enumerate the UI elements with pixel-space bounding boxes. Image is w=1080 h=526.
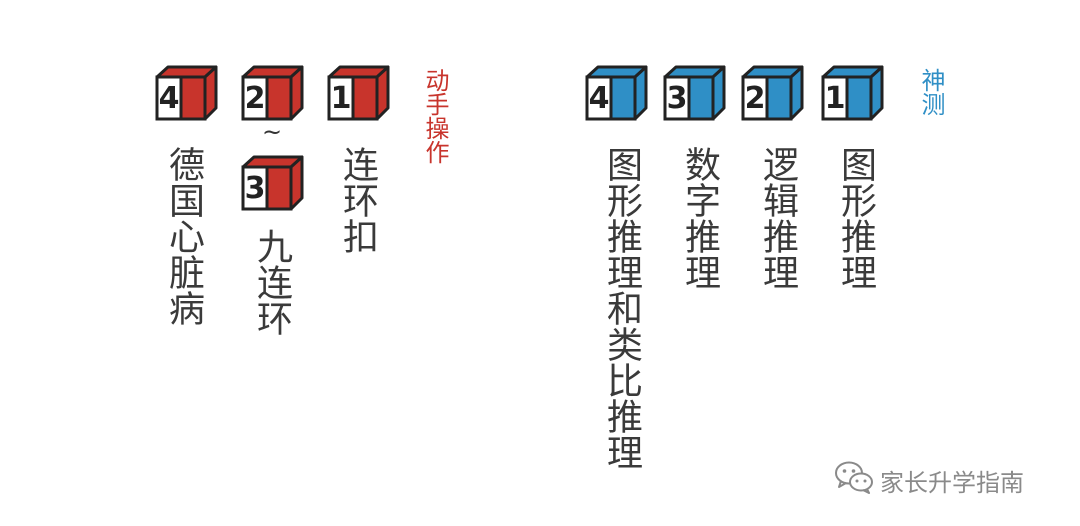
range-tilde: ~ (262, 118, 283, 146)
cube-number: 4 (159, 81, 180, 116)
item-label-图形推理和类比推理: 图形推理和类比推理 (601, 146, 642, 470)
cube-number: 2 (245, 81, 266, 116)
side-label-hands-on: 动手操作 (421, 68, 449, 164)
cube-number: 3 (667, 81, 688, 116)
item-label-逻辑推理: 逻辑推理 (757, 146, 798, 290)
item-label-数字推理: 数字推理 (679, 146, 720, 290)
item-label-九连环: 九连环 (251, 228, 292, 336)
cube-number: 1 (331, 81, 352, 116)
cube-number: 2 (745, 81, 766, 116)
side-label-test: 神测 (917, 68, 945, 116)
wechat-icon (834, 460, 874, 500)
rank-1-cube: 1 (820, 64, 884, 122)
watermark-text: 家长升学指南 (880, 468, 1024, 497)
rank-4-cube: 4 (584, 64, 648, 122)
rank-3-cube: 3 (662, 64, 726, 122)
rank-2-cube: 2 (740, 64, 804, 122)
item-label-连环扣: 连环扣 (337, 146, 378, 254)
rank-4-cube: 4 (154, 64, 218, 122)
item-label-图形推理: 图形推理 (835, 146, 876, 290)
rank-2-cube: 2 (240, 64, 304, 122)
cube-number: 1 (825, 81, 846, 116)
rank-3-cube: 3 (240, 154, 304, 212)
item-label-德国心脏病: 德国心脏病 (163, 146, 204, 326)
cube-number: 4 (589, 81, 610, 116)
watermark: 家长升学指南 (834, 460, 1024, 500)
cube-number: 3 (245, 171, 266, 206)
rank-1-cube: 1 (326, 64, 390, 122)
